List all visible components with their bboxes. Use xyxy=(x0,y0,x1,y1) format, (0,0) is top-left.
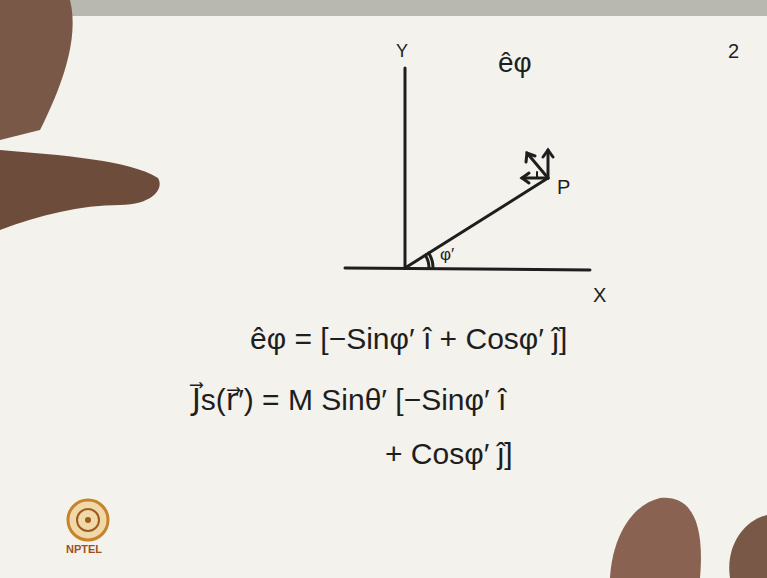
nptel-logo xyxy=(68,500,108,540)
equation: J⃗s(r⃗′) = M Sinθ′ [−Sinφ′ î xyxy=(192,383,506,416)
angle-label: φ′ xyxy=(440,246,454,265)
axis-label: Y xyxy=(396,42,408,62)
x-axis xyxy=(345,268,590,270)
axis-label: X xyxy=(593,284,606,306)
hand xyxy=(610,498,701,578)
y-axis xyxy=(404,68,407,268)
equation: + Cosφ′ ĵ] xyxy=(385,437,513,470)
arrow-head xyxy=(522,173,529,183)
point-label: P xyxy=(557,176,570,198)
hand xyxy=(0,0,73,140)
logo-text: NPTEL xyxy=(66,543,102,555)
vector-label: êφ xyxy=(498,48,532,79)
equation: êφ = [−Sinφ′ î + Cosφ′ ĵ] xyxy=(250,322,567,355)
top-edge xyxy=(0,0,767,16)
radius-line xyxy=(405,178,548,268)
angle-arc xyxy=(425,255,429,268)
tick xyxy=(536,172,538,178)
arrow-head xyxy=(543,150,553,157)
page-number: 2 xyxy=(728,40,739,62)
hand xyxy=(729,515,767,578)
hand xyxy=(0,150,160,230)
arrow-head xyxy=(526,153,535,162)
vector-arrow xyxy=(547,150,550,178)
